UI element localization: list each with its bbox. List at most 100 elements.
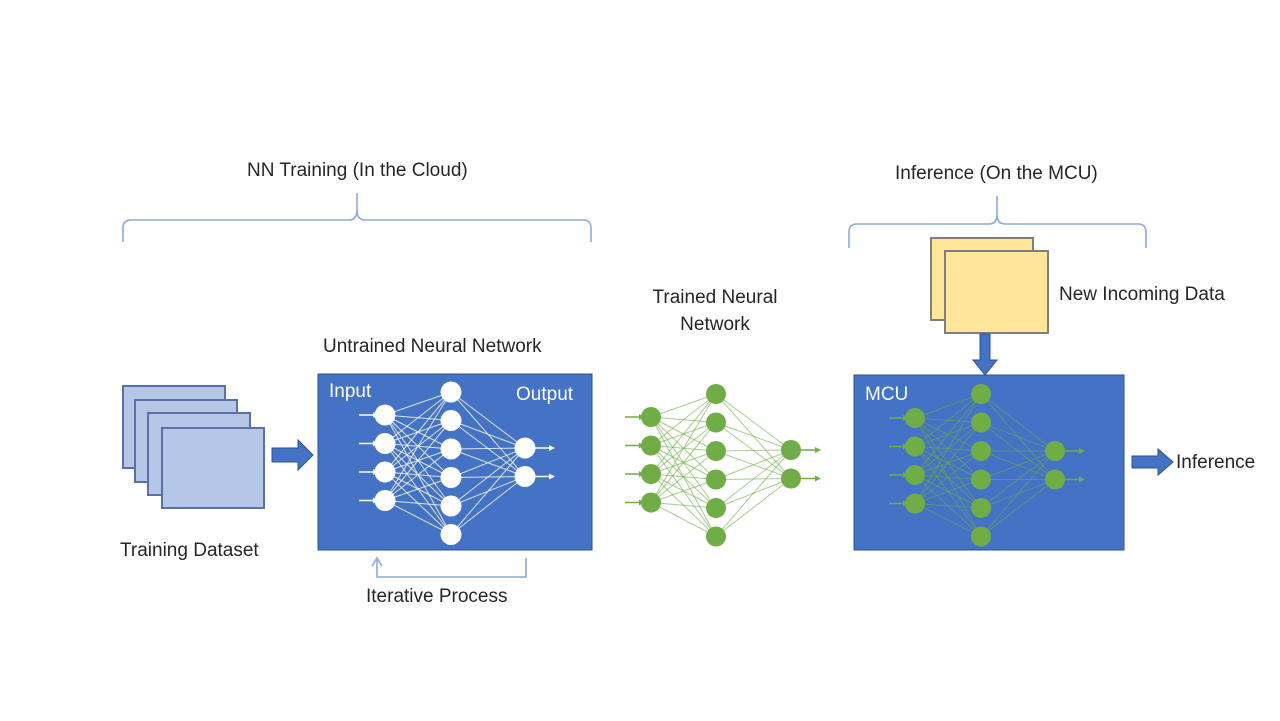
network-edge <box>914 393 982 447</box>
training-dataset-label: Training Dataset <box>120 540 259 561</box>
output-arrowhead-icon <box>1079 476 1085 483</box>
neuron-node <box>641 435 661 456</box>
neuron-node <box>706 441 726 461</box>
network-edge <box>914 393 982 419</box>
neuron-node <box>374 433 396 454</box>
network-edge <box>650 393 717 418</box>
network-edge <box>384 391 452 473</box>
neuron-node <box>440 495 462 517</box>
inference-arrow-icon <box>1131 447 1174 477</box>
trained-nn-title: Trained Neural Network <box>630 287 800 336</box>
incoming-data-icon <box>930 237 1049 334</box>
network-edge <box>980 422 1056 452</box>
network-edge <box>715 422 792 451</box>
training-title: NN Training (In the Cloud) <box>247 160 468 181</box>
neuron-node <box>971 498 991 518</box>
network-edge <box>650 479 717 503</box>
neuron-node <box>374 404 396 426</box>
network-edge <box>650 422 717 503</box>
network-edge <box>384 391 452 501</box>
output-arrowhead-icon <box>815 447 821 453</box>
new-data-label: New Incoming Data <box>1059 284 1225 305</box>
untrained-network-graph <box>359 381 555 545</box>
neuron-node <box>781 468 801 489</box>
untrained-nn-box <box>317 373 593 551</box>
loop-arrowhead-icon <box>371 556 383 567</box>
network-edge <box>715 449 792 509</box>
arrow-down-icon <box>971 333 999 376</box>
input-label: Input <box>329 381 372 402</box>
neuron-node <box>781 440 801 460</box>
neuron-node <box>374 490 396 511</box>
neuron-node <box>971 526 991 547</box>
neuron-node <box>1045 441 1065 461</box>
mcu-box <box>853 374 1125 551</box>
network-edge <box>914 393 982 476</box>
network-edge <box>450 447 526 478</box>
neuron-node <box>706 469 726 490</box>
neuron-node <box>706 412 726 433</box>
network-edge <box>980 450 1056 509</box>
network-edge <box>450 391 526 449</box>
network-edge <box>914 479 982 504</box>
inference-bracket <box>848 196 1147 248</box>
trained-nn-title-line2: Network <box>680 314 750 335</box>
output-label: Output <box>516 384 574 405</box>
network-edge <box>650 393 717 503</box>
network-edge <box>384 391 452 444</box>
neuron-node <box>971 384 991 404</box>
network-edge <box>914 503 982 509</box>
network-edge <box>914 422 982 504</box>
network-edge <box>715 449 792 480</box>
output-arrowhead-icon <box>815 475 821 482</box>
network-edge <box>450 447 526 450</box>
network-edge <box>650 393 717 446</box>
network-edge <box>650 502 717 537</box>
neuron-node <box>440 524 462 545</box>
neuron-node <box>905 493 925 514</box>
network-edge <box>980 450 1056 537</box>
neuron-node <box>905 408 925 428</box>
network-edge <box>715 449 792 452</box>
network-edge <box>980 393 1056 452</box>
training-dataset-icon <box>122 385 265 509</box>
neuron-node <box>971 412 991 433</box>
trained-network-graph <box>625 384 821 547</box>
neuron-node <box>514 437 536 459</box>
neuron-node <box>440 381 462 403</box>
neuron-node <box>440 410 462 431</box>
neuron-node <box>641 407 661 427</box>
neuron-node <box>905 465 925 485</box>
network-edge <box>450 447 526 535</box>
mcu-label: MCU <box>865 384 909 405</box>
inference-title: Inference (On the MCU) <box>895 163 1098 184</box>
inference-output-label: Inference <box>1176 452 1256 473</box>
network-edge <box>384 477 452 501</box>
network-edge <box>384 448 452 501</box>
neuron-node <box>971 469 991 490</box>
network-edge <box>650 502 717 509</box>
output-arrowhead-icon <box>1079 448 1085 454</box>
neuron-node <box>641 492 661 513</box>
network-edge <box>384 500 452 507</box>
iterative-loop-arrow <box>376 558 527 578</box>
neuron-node <box>706 384 726 404</box>
network-edge <box>384 391 452 416</box>
neuron-node <box>1045 469 1065 490</box>
output-arrowhead-icon <box>549 445 555 451</box>
neuron-node <box>971 441 991 461</box>
training-bracket <box>122 193 592 242</box>
network-edge <box>384 500 452 535</box>
network-edge <box>450 476 526 535</box>
neuron-node <box>706 526 726 547</box>
network-edge <box>650 450 717 503</box>
network-edge <box>715 393 792 451</box>
network-edge <box>715 449 792 537</box>
network-edge <box>450 447 526 507</box>
network-edge <box>384 420 452 501</box>
neuron-node <box>706 498 726 518</box>
neuron-node <box>374 461 396 483</box>
untrained-nn-title: Untrained Neural Network <box>323 336 542 357</box>
trained-nn-title-line1: Trained Neural <box>652 287 778 308</box>
